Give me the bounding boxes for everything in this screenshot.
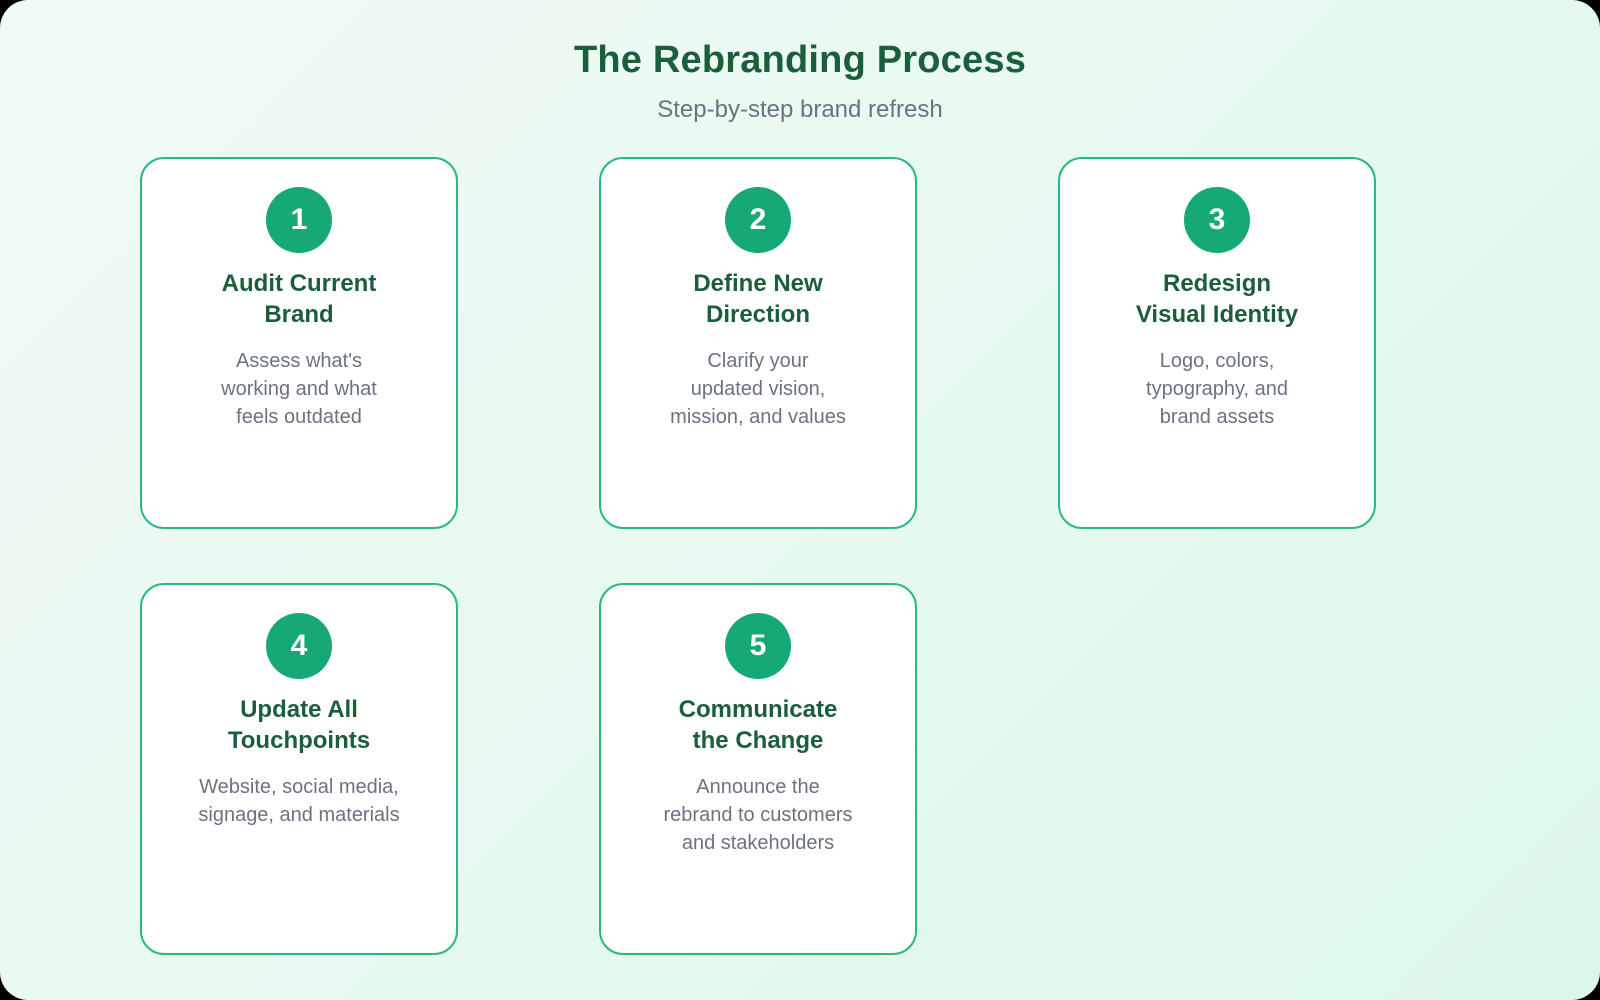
step-number: 1 <box>290 203 308 237</box>
step-number-badge: 4 <box>266 613 332 680</box>
step-number: 5 <box>749 629 767 663</box>
steps-grid: 1 Audit Current Brand Assess what's work… <box>140 157 1600 956</box>
step-number-badge: 1 <box>266 187 332 254</box>
step-number: 4 <box>290 629 308 663</box>
step-number: 2 <box>749 203 767 237</box>
step-card: 5 Communicate the Change Announce the re… <box>599 583 917 956</box>
step-title: Audit Current Brand <box>221 270 377 329</box>
step-title: Communicate the Change <box>678 696 838 755</box>
step-description: Logo, colors, typography, and brand asse… <box>1146 350 1288 429</box>
step-description: Assess what's working and what feels out… <box>221 350 377 429</box>
step-card: 3 Redesign Visual Identity Logo, colors,… <box>1058 157 1376 530</box>
step-card: 1 Audit Current Brand Assess what's work… <box>140 157 458 530</box>
page-title: The Rebranding Process <box>573 39 1027 81</box>
step-card: 4 Update All Touchpoints Website, social… <box>140 583 458 956</box>
step-description: Website, social media, signage, and mate… <box>198 776 400 827</box>
step-number-badge: 2 <box>725 187 791 254</box>
step-card: 2 Define New Direction Clarify your upda… <box>599 157 917 530</box>
step-number-badge: 3 <box>1184 187 1250 254</box>
step-title: Define New Direction <box>693 270 823 329</box>
step-title: Redesign Visual Identity <box>1135 270 1299 329</box>
page-subtitle: Step-by-step brand refresh <box>657 95 943 123</box>
step-number-badge: 5 <box>725 613 791 680</box>
step-title: Update All Touchpoints <box>227 696 371 755</box>
step-number: 3 <box>1208 203 1226 237</box>
page-header: The Rebranding Process Step-by-step bran… <box>0 38 1600 126</box>
step-description: Announce the rebrand to customers and st… <box>663 776 853 855</box>
step-description: Clarify your updated vision, mission, an… <box>670 350 846 429</box>
